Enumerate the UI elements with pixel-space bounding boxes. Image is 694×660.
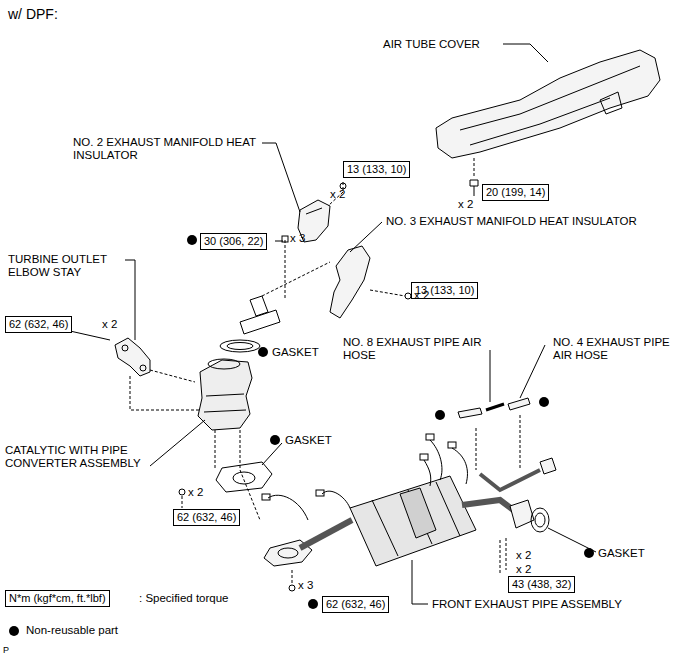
part-name: NO. 8 EXHAUST PIPE AIR HOSE <box>343 336 493 362</box>
torque-box: 13 (133, 10) <box>343 161 410 178</box>
torque-value: 62 (632, 46) <box>9 318 68 330</box>
legend-note: : Specified torque <box>139 592 229 605</box>
part-name: TURBINE OUTLET ELBOW STAY <box>8 253 138 279</box>
part-name: AIR TUBE COVER <box>383 38 480 51</box>
part-name: GASKET <box>285 434 332 447</box>
part-name: GASKET <box>598 547 645 560</box>
torque-box: 20 (199, 14) <box>482 184 549 201</box>
torque-box: 43 (438, 32) <box>508 576 575 593</box>
part-name: NO. 2 EXHAUST MANIFOLD HEAT INSULATOR <box>73 136 268 162</box>
quantity: x 2 <box>516 563 531 576</box>
torque-value: 20 (199, 14) <box>486 186 545 198</box>
torque-box: 62 (632, 46) <box>322 596 389 613</box>
quantity: x 3 <box>290 232 305 245</box>
part-name: NO. 3 EXHAUST MANIFOLD HEAT INSULATOR <box>386 215 637 228</box>
quantity: x 2 <box>414 289 429 302</box>
quantity: x 2 <box>102 318 117 331</box>
figure-code: P <box>3 644 9 657</box>
torque-box: 30 (306, 22) <box>200 233 267 250</box>
torque-value: 62 (632, 46) <box>177 511 236 523</box>
diagram-title: w/ DPF: <box>8 6 58 22</box>
torque-value: 30 (306, 22) <box>204 235 263 247</box>
torque-value: N*m (kgf*cm, ft.*lbf) <box>9 592 106 604</box>
part-name: NO. 4 EXHAUST PIPE AIR HOSE <box>553 336 688 362</box>
quantity: x 2 <box>458 198 473 211</box>
part-name: GASKET <box>272 346 319 359</box>
torque-value: 43 (438, 32) <box>512 578 571 590</box>
torque-box: 62 (632, 46) <box>173 509 240 526</box>
quantity: x 2 <box>188 486 203 499</box>
quantity: x 2 <box>516 549 531 562</box>
torque-box: 62 (632, 46) <box>5 316 72 333</box>
part-name: FRONT EXHAUST PIPE ASSEMBLY <box>432 598 622 611</box>
part-name: CATALYTIC WITH PIPE CONVERTER ASSEMBLY <box>5 444 145 470</box>
torque-value: 62 (632, 46) <box>326 598 385 610</box>
quantity: x 2 <box>330 188 345 201</box>
torque-box: N*m (kgf*cm, ft.*lbf) <box>5 590 110 607</box>
legend-text: Non-reusable part <box>26 624 118 637</box>
quantity: x 3 <box>298 579 313 592</box>
torque-value: 13 (133, 10) <box>347 163 406 175</box>
